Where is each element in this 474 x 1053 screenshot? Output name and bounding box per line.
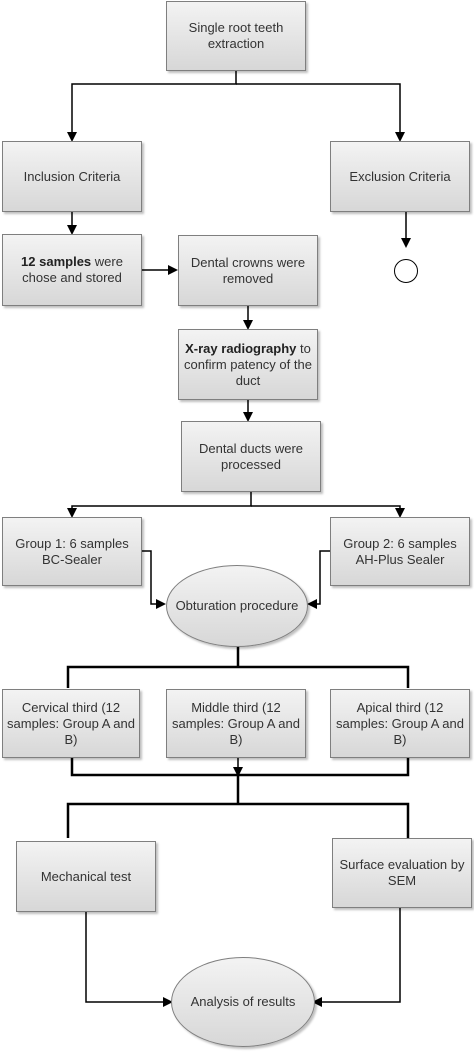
node-group-2: Group 2: 6 samples AH-Plus Sealer [330,517,470,586]
node-xray-text: X-ray radiography to confirm patency of … [182,341,314,389]
connector-ducts-to-group1 [67,492,252,518]
node-ducts-processed: Dental ducts were processed [181,421,321,492]
node-extraction: Single root teeth extraction [166,1,306,71]
node-analysis-results: Analysis of results [171,957,315,1047]
node-apical-label: Apical third (12 samples: Group A and B) [336,699,464,747]
node-xray-bold: X-ray radiography [185,340,297,356]
node-crowns-removed: Dental crowns were removed [178,235,318,306]
node-inclusion-criteria: Inclusion Criteria [2,141,142,212]
node-samples-rest: were chose and stored [22,254,123,285]
node-xray-radiography: X-ray radiography to confirm patency of … [178,329,318,400]
node-samples-bold: 12 samples [21,254,92,269]
connector-extraction-to-exclusion [236,83,405,142]
connector-surface-to-analysis [312,908,401,1007]
node-samples-stored: 12 samples were chose and stored [2,234,142,306]
connector-group2-to-obturation [307,550,330,609]
terminal-circle [394,259,418,283]
node-xray-rest: to confirm patency of the duct [184,340,312,388]
node-mechanical-test: Mechanical test [16,841,156,912]
node-extraction-label: Single root teeth extraction [188,20,284,51]
node-group2-label: Group 2: 6 samples AH-Plus Sealer [343,535,457,567]
node-crowns-label: Dental crowns were removed [190,254,306,286]
node-group1-label: Group 1: 6 samples BC-Sealer [15,535,129,567]
node-exclusion-label: Exclusion Criteria [349,168,451,184]
node-samples-text: 12 samples were chose and stored [6,254,138,286]
node-exclusion-criteria: Exclusion Criteria [330,141,470,212]
node-surface-label: Surface evaluation by SEM [339,857,465,888]
node-middle-label: Middle third (12 samples: Group A and B) [172,699,300,747]
connector-extraction-to-inclusion [67,70,237,142]
node-analysis-label: Analysis of results [190,994,296,1009]
node-middle-third: Middle third (12 samples: Group A and B) [166,689,306,758]
node-group-1: Group 1: 6 samples BC-Sealer [2,517,142,586]
node-obturation-procedure: Obturation procedure [166,565,308,647]
node-inclusion-label: Inclusion Criteria [23,168,121,184]
node-mechanical-label: Mechanical test [40,868,132,884]
connector-group1-to-obturation [141,550,166,609]
node-ducts-label: Dental ducts were processed [198,440,304,472]
node-apical-third: Apical third (12 samples: Group A and B) [330,689,470,758]
connector-thirds-merge [70,758,410,804]
node-obturation-label: Obturation procedure [175,598,299,613]
node-cervical-label: Cervical third (12 samples: Group A and … [7,699,135,747]
connector-obturation-to-thirds [66,646,410,688]
node-surface-evaluation: Surface evaluation by SEM [332,838,472,908]
connector-ducts-to-group2 [251,505,405,518]
connector-to-tests [66,802,410,838]
node-cervical-third: Cervical third (12 samples: Group A and … [2,689,140,758]
connector-mechanical-to-analysis [85,912,173,1007]
